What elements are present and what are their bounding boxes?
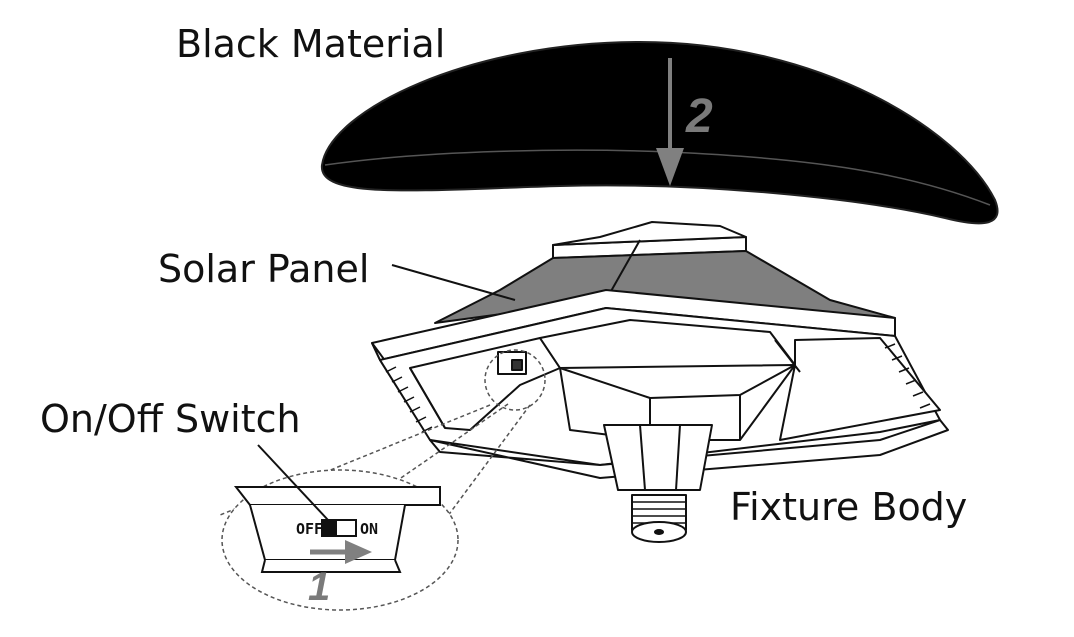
fixture-body bbox=[371, 221, 949, 543]
switch-off-label: OFF bbox=[296, 520, 323, 538]
solar-panel-label: Solar Panel bbox=[158, 247, 370, 291]
switch-leader bbox=[257, 444, 329, 521]
fixture-body-label: Fixture Body bbox=[730, 485, 968, 529]
solar-panel-leader bbox=[391, 264, 516, 301]
black-material-label: Black Material bbox=[176, 22, 446, 66]
black-material-cover bbox=[320, 40, 999, 225]
on-off-switch-label: On/Off Switch bbox=[40, 397, 301, 441]
step-1-number: 1 bbox=[308, 565, 330, 609]
switch-detail-callout: OFF ON 1 bbox=[219, 349, 546, 611]
switch-on-label: ON bbox=[360, 520, 378, 538]
step-2-number: 2 bbox=[685, 90, 713, 143]
step-2-arrow: 2 bbox=[656, 58, 713, 186]
